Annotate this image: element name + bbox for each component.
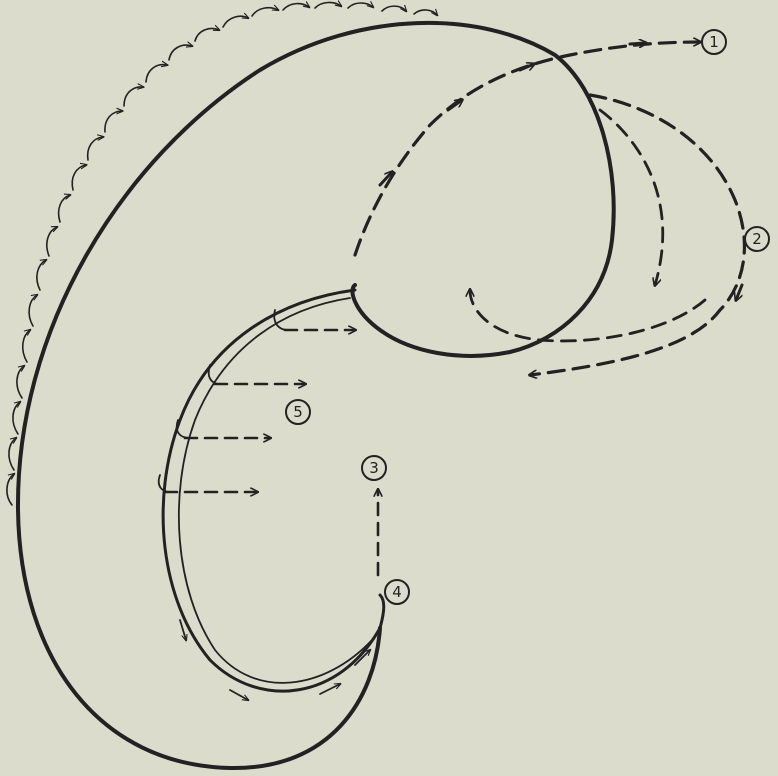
path-1-arrow-d <box>630 43 646 44</box>
label-1: 1 <box>702 30 726 54</box>
inner-dashed-return <box>470 290 705 341</box>
inner-flow-line <box>179 298 372 683</box>
label-2: 2 <box>745 227 769 251</box>
outer-edge-arrows <box>7 2 437 505</box>
label-5: 5 <box>286 400 310 424</box>
inner-channel-curve <box>163 290 384 691</box>
channel-arrow-c <box>320 684 340 694</box>
svg-text:5: 5 <box>293 403 303 421</box>
svg-text:1: 1 <box>709 33 719 51</box>
svg-text:2: 2 <box>752 230 762 248</box>
outer-boundary-curve <box>18 23 614 768</box>
channel-arrow-b <box>230 690 248 700</box>
svg-text:3: 3 <box>369 459 379 477</box>
path-to-1 <box>355 42 700 255</box>
svg-text:4: 4 <box>392 583 402 601</box>
label-3: 3 <box>362 456 386 480</box>
label-4: 4 <box>385 580 409 604</box>
